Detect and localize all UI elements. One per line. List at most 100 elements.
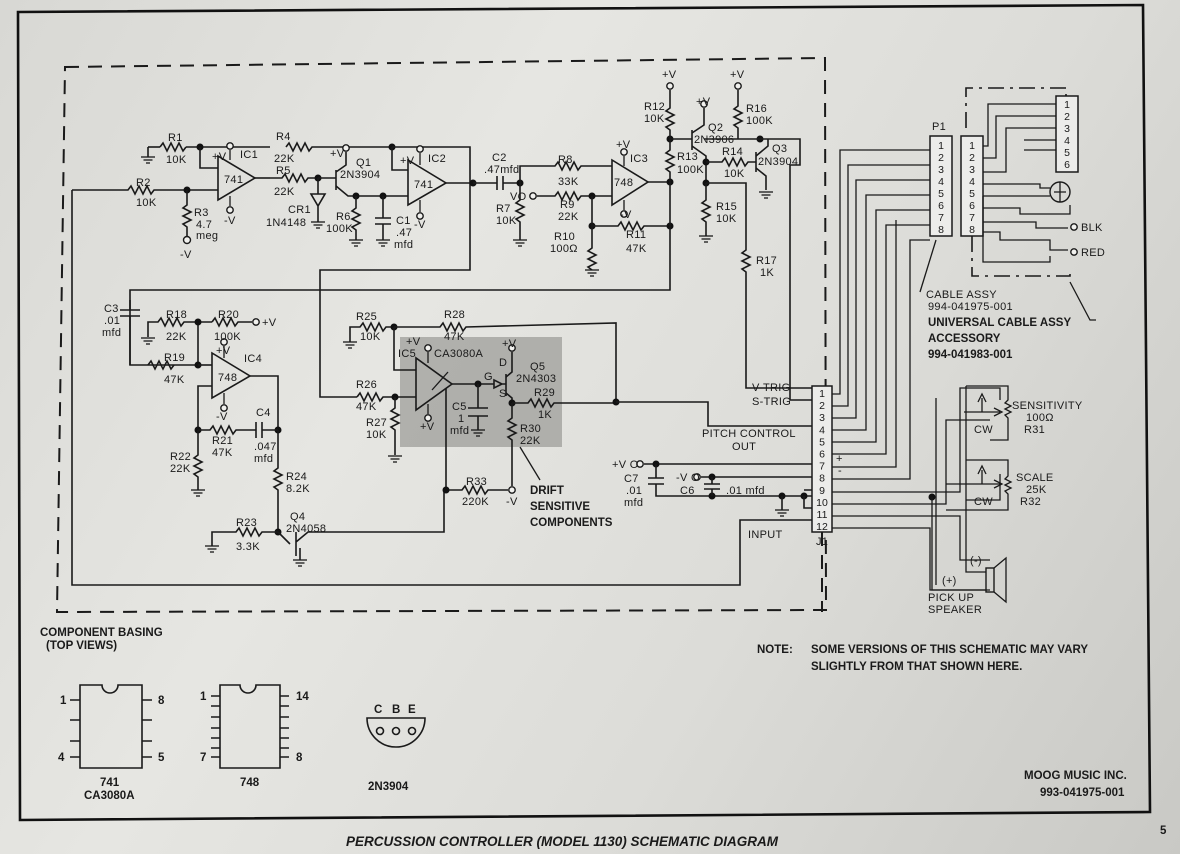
r17-value: 1K [760,267,774,279]
harness [832,149,1001,591]
dip8-pin-5: 5 [158,752,165,764]
ic2-ref: IC2 [428,153,446,165]
r10-value: 100Ω [550,243,578,255]
r24-ref: R24 [286,471,307,483]
dip14-label: 748 [240,777,260,789]
p1-pin-6: 6 [938,200,944,212]
r12-ref: R12 [644,101,665,113]
p1-pin-7: 7 [938,212,944,224]
dip8-label-2: CA3080A [84,790,135,802]
c3-value: .01 [104,315,120,327]
r32-value: 25K [1026,484,1047,496]
r9-value: 22K [558,211,579,223]
p1-connector [929,87,1071,277]
r22-value: 22K [170,463,191,475]
p1-label: P1 [932,121,946,133]
drift-label-2: SENSITIVE [530,501,590,513]
basing-heading-2: (TOP VIEWS) [46,640,117,652]
note-line-2: SLIGHTLY FROM THAT SHOWN HERE. [811,661,1022,673]
r12-plus-v: +V [662,69,677,81]
pickup-label-2: SPEAKER [928,604,982,616]
cable-pin-7: 7 [969,212,975,224]
q4-value: 2N4058 [286,523,326,535]
q4-ref: Q4 [290,511,305,523]
to92-pin-e: E [408,704,416,716]
dip8-label-1: 741 [100,777,120,789]
r4-value: 22K [274,153,295,165]
ic3-minus-v: -V [620,209,632,221]
r5-value: 22K [274,186,295,198]
q2-value: 2N3906 [694,134,734,146]
q1-plus-v: +V [330,148,345,160]
r33-value: 220K [462,496,489,508]
ic3-value: 748 [614,177,633,189]
basing-dip14 [211,684,289,769]
dip14-pin-14: 14 [296,691,309,703]
r32-name: SCALE [1016,472,1054,484]
blk-label: BLK [1081,222,1103,234]
dip14-pin-8: 8 [296,752,303,764]
r31-name: SENSITIVITY [1012,400,1083,412]
r16-ref: R16 [746,103,767,115]
c5-unit: mfd [450,425,469,437]
drift-label-1: DRIFT [530,485,564,497]
r1-ref: R1 [168,132,183,144]
page-number: 5 [1160,825,1167,837]
c4-value: .047 [254,441,277,453]
drift-label-3: COMPONENTS [530,517,613,529]
j1-pin-4: 4 [819,424,825,436]
r26-value: 47K [356,401,377,413]
r31-value: 100Ω [1026,412,1054,424]
to92-pin-b: B [392,704,400,716]
q2-ref: Q2 [708,122,723,134]
p1-pin-3: 3 [938,164,944,176]
ic3-plus-v: +V [616,139,631,151]
r7-value: 10K [496,215,517,227]
din-pin-1: 1 [1064,99,1070,111]
dip14-pin-7: 7 [200,752,206,764]
q5-value: 2N4303 [516,373,556,385]
cable-pin-4: 4 [969,176,975,188]
r27-ref: R27 [366,417,387,429]
r25-ref: R25 [356,311,377,323]
r3-minus-v: -V [180,249,192,261]
r20-value: 100K [214,331,241,343]
r31-cw: CW [974,424,993,436]
r18-value: 22K [166,331,187,343]
r2-value: 10K [136,197,157,209]
c6-ref: C6 [680,485,695,497]
ic1-minus-v: -V [224,215,236,227]
din-pin-2: 2 [1064,111,1070,123]
r10-ref: R10 [554,231,575,243]
speaker-plus: (+) [942,575,957,587]
r21-ref: R21 [212,435,233,447]
note-label: NOTE: [757,644,793,656]
j1-pin-1: 1 [819,388,825,400]
v-trig-label: V-TRIG [752,382,790,394]
r20-plus-v: +V [262,317,277,329]
basing-dip8 [70,684,152,769]
q5-ref: Q5 [530,361,545,373]
s-trig-label: S-TRIG [752,396,791,408]
r33-minus-v: -V [506,496,518,508]
p1-pin-8: 8 [938,224,944,236]
din-pin-4: 4 [1064,135,1070,147]
drift-sensitive-region [400,337,562,447]
r19-value: 47K [164,374,185,386]
j1-label: J1 [816,536,828,548]
r14-value: 10K [724,168,745,180]
din-pin-6: 6 [1064,159,1070,171]
cable-pin-1: 1 [969,140,975,152]
r3-unit: meg [196,230,218,242]
ic2-value: 741 [414,179,433,191]
r8-value: 33K [558,176,579,188]
j1-pin-9: 9 [819,485,825,497]
p1-pin-4: 4 [938,176,944,188]
cable-assy-pn: 994-041975-001 [928,301,1013,313]
din-connector [919,95,1096,321]
c7-ref: C7 [624,473,639,485]
r30-value: 22K [520,435,541,447]
r11-ref: R11 [626,229,646,241]
board-outline [55,56,828,614]
